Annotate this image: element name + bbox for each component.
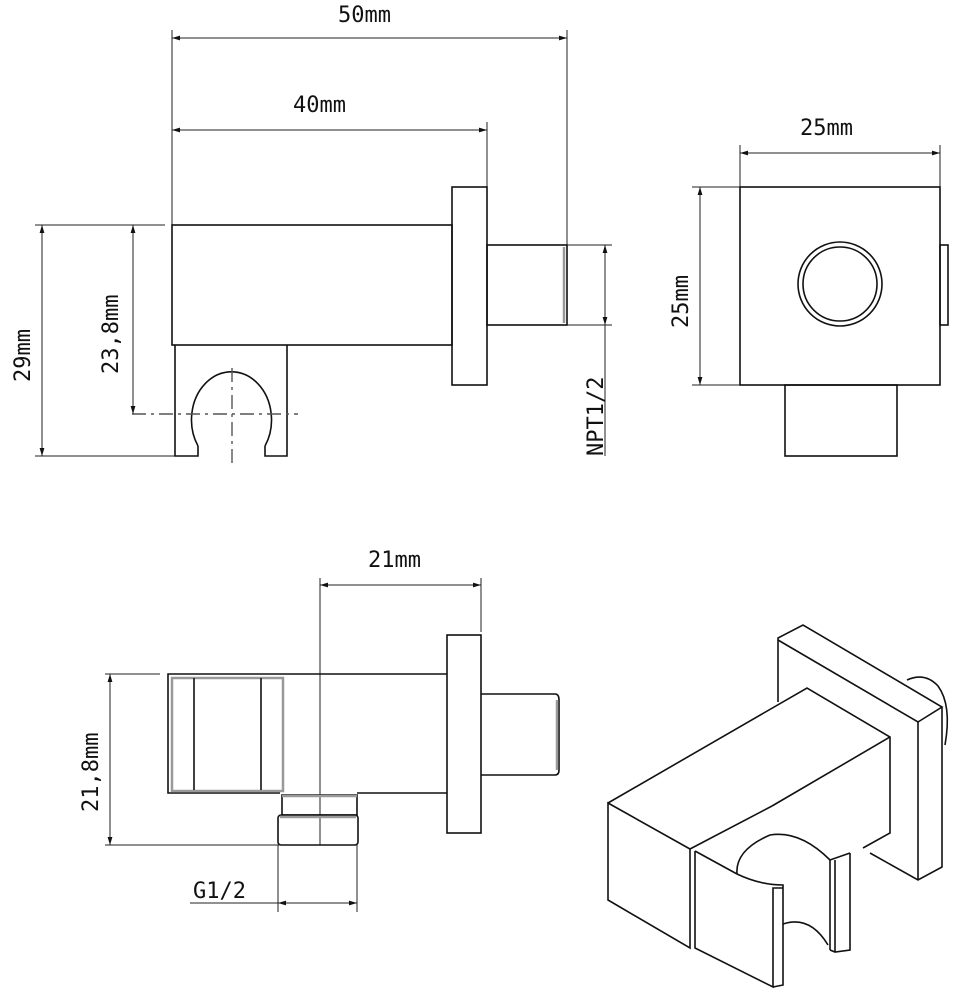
dim-label-50mm: 50mm (338, 3, 391, 28)
front-view: 25mm 25mm (669, 116, 949, 457)
wall-plate (739, 186, 941, 386)
inlet-pipe (481, 693, 560, 776)
dim-label-height: 25mm (669, 275, 694, 328)
outlet-ring (797, 241, 883, 327)
dim-label-21mm: 21mm (368, 548, 421, 573)
thread-label-npt: NPT1/2 (584, 377, 609, 456)
holder-stub (784, 384, 898, 457)
side-view: 50mm 40mm 29mm 23,8mm NPT1/2 (11, 3, 612, 466)
holder (174, 345, 288, 457)
dim-label-21-8mm: 21,8mm (79, 733, 104, 812)
dim-label-40mm: 40mm (293, 93, 346, 118)
dim-label-29mm: 29mm (11, 329, 36, 382)
dim-label-width: 25mm (800, 116, 853, 141)
flange (451, 186, 488, 386)
isometric-view (607, 624, 949, 989)
flange (446, 634, 482, 834)
dim-label-23-8mm: 23,8mm (99, 295, 124, 374)
outlet-nut (277, 814, 359, 846)
thread-label-g12: G1/2 (193, 879, 246, 904)
inlet-pipe (486, 244, 568, 326)
body (171, 224, 453, 346)
holder-recess (170, 676, 285, 793)
side-tab (939, 244, 949, 326)
bottom-view: 21mm 21,8mm G1/2 (79, 548, 560, 912)
